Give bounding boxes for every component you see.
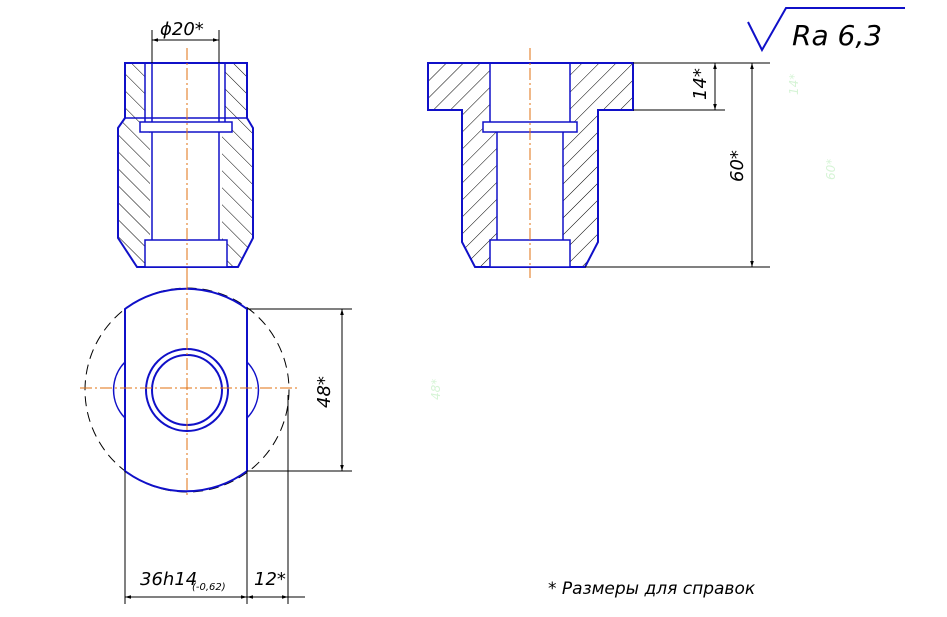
width-offset-label: 12*	[254, 569, 286, 590]
front-view: ϕ20*	[117, 19, 254, 282]
width-tolerance-label: (-0,62)	[192, 582, 226, 593]
front-right-wall-hatch	[222, 63, 252, 267]
faint-mark-3: 48*	[429, 379, 443, 400]
reference-note: * Размеры для справок	[548, 579, 756, 599]
top-view: 48* 36h14 (-0,62) 12*	[80, 278, 352, 604]
side-body-left-hatch	[462, 110, 497, 267]
flange-height-label: 14*	[690, 68, 711, 100]
side-flange-right-hatch	[570, 63, 633, 110]
bore-diameter-label: ϕ20*	[160, 19, 204, 40]
faint-marks: 14* 60* 48*	[429, 74, 838, 400]
flat-distance-label: 48*	[314, 376, 335, 408]
side-body-right-hatch	[563, 110, 598, 267]
side-section-view: 14* 60*	[427, 48, 770, 278]
front-outer-contour	[117, 62, 254, 268]
top-phantom-circle	[84, 287, 290, 493]
side-flange-left-hatch	[428, 63, 490, 110]
total-height-label: 60*	[727, 150, 748, 182]
width-main-label: 36h14	[140, 569, 197, 590]
roughness-symbol: Ra 6,3	[747, 7, 905, 53]
roughness-label: Ra 6,3	[792, 19, 882, 52]
faint-mark-2: 60*	[824, 159, 838, 180]
faint-mark-1: 14*	[787, 74, 801, 95]
